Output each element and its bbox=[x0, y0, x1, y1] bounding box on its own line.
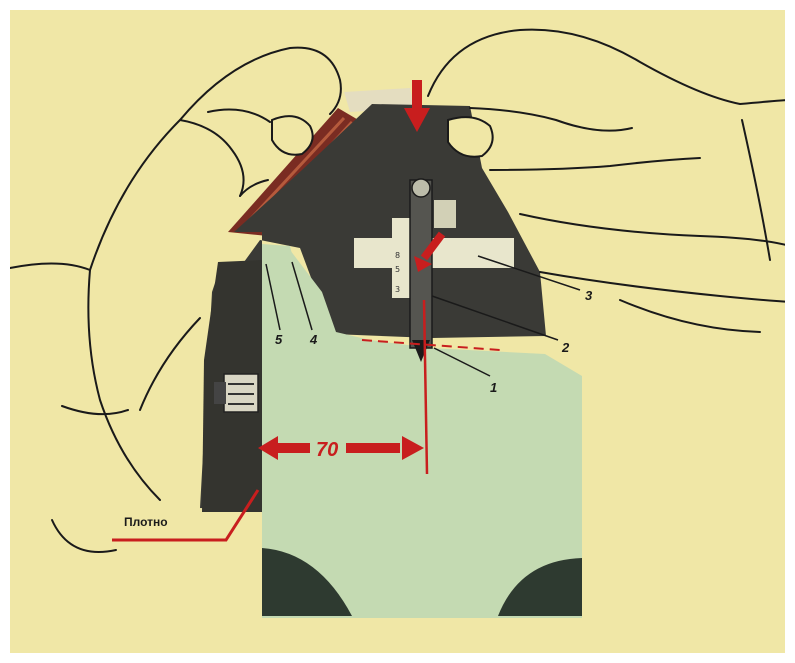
fabric-shadow-left bbox=[262, 548, 352, 616]
callout-1: 1 bbox=[490, 380, 497, 395]
pointer-line-icon bbox=[112, 489, 260, 542]
fabric-shadow-right bbox=[498, 558, 582, 616]
arrow-down-right-icon bbox=[414, 231, 446, 272]
needle-guide-line bbox=[422, 299, 429, 475]
callout-3: 3 bbox=[585, 288, 593, 303]
callout-4: 4 bbox=[309, 332, 318, 347]
gauge-mark: 8 bbox=[395, 251, 400, 260]
callout-5: 5 bbox=[275, 332, 283, 347]
right-hand-outline bbox=[427, 28, 791, 333]
machine-body bbox=[200, 104, 546, 510]
callout-leaders bbox=[265, 255, 581, 377]
callout-2: 2 bbox=[561, 340, 570, 355]
double-arrow-icon bbox=[258, 436, 424, 460]
fabric-corner bbox=[262, 244, 294, 262]
arrow-down-icon bbox=[404, 80, 430, 132]
dimension-label: 70 bbox=[316, 439, 338, 461]
side-note-label: Плотно bbox=[124, 515, 168, 529]
fabric-piece bbox=[262, 246, 582, 618]
side-clamp bbox=[214, 373, 259, 413]
gauge-mark: 3 bbox=[395, 285, 400, 294]
gauge-mark: 5 bbox=[395, 265, 400, 274]
seam-dashed-line bbox=[361, 339, 501, 351]
needle-bar bbox=[409, 178, 433, 362]
left-hand-outline bbox=[9, 46, 342, 553]
